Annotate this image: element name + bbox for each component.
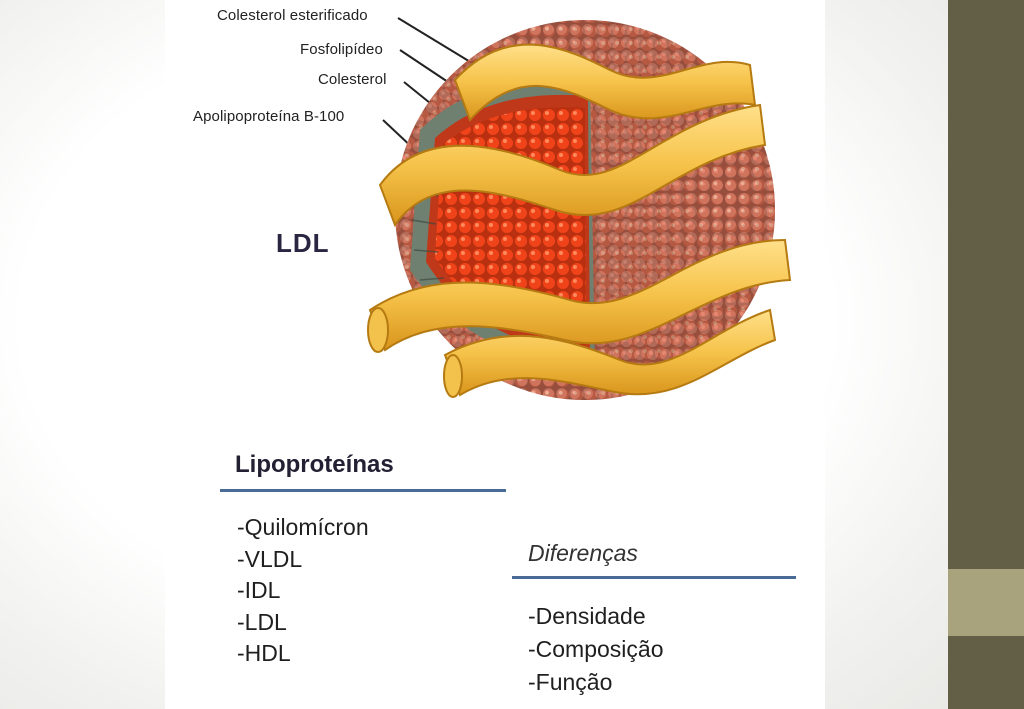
lipoproteinas-list: -Quilomícron -VLDL -IDL -LDL -HDL: [237, 512, 369, 670]
lipoproteinas-heading: Lipoproteínas: [235, 451, 394, 479]
list-item-composicao: -Composição: [528, 633, 664, 666]
diferencas-list: -Densidade -Composição -Função: [528, 600, 664, 699]
diferencas-divider: [512, 576, 796, 579]
ldl-molecule-illustration: [360, 10, 810, 405]
diferencas-heading: Diferenças: [528, 540, 638, 567]
lipoproteinas-divider: [220, 489, 506, 492]
list-item-densidade: -Densidade: [528, 600, 664, 633]
list-item-idl: -IDL: [237, 575, 369, 607]
list-item-quilomicron: -Quilomícron: [237, 512, 369, 544]
list-item-ldl: -LDL: [237, 607, 369, 639]
side-bar-accent: [948, 569, 1024, 636]
list-item-funcao: -Função: [528, 666, 664, 699]
list-item-hdl: -HDL: [237, 638, 369, 670]
list-item-vldl: -VLDL: [237, 544, 369, 576]
